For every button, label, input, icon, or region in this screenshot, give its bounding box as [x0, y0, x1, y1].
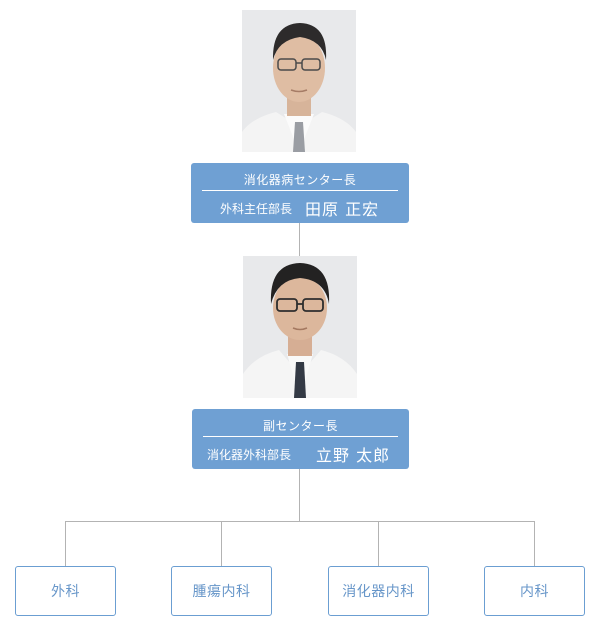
branch-drop-3: [378, 521, 379, 566]
deputy-head-divider: [203, 436, 398, 437]
deputy-head-photo: [243, 256, 357, 398]
branch-drop-1: [65, 521, 66, 566]
center-head-department: 外科主任部長: [220, 202, 293, 216]
deputy-head-title: 副センター長: [262, 419, 338, 433]
center-head-divider: [202, 190, 398, 191]
connector-deputy-to-branch: [299, 469, 300, 521]
dept-box-gastroenterology: 消化器内科: [328, 566, 429, 616]
connector-head-to-deputy: [299, 223, 300, 256]
dept-box-surgery: 外科: [15, 566, 116, 616]
deputy-head-name: 立野 太郎: [316, 446, 391, 465]
dept-box-internal-medicine: 内科: [484, 566, 585, 616]
deputy-head-department: 消化器外科部長: [207, 448, 292, 462]
center-head-photo: [242, 10, 356, 152]
center-head-title: 消化器病センター長: [243, 173, 357, 187]
center-head-role-box: 消化器病センター長 外科主任部長 田原 正宏: [191, 163, 409, 223]
branch-drop-4: [534, 521, 535, 566]
center-head-name: 田原 正宏: [305, 200, 380, 219]
deputy-head-role-box: 副センター長 消化器外科部長 立野 太郎: [192, 409, 409, 469]
dept-box-oncology: 腫瘍内科: [171, 566, 272, 616]
branch-horizontal-line: [65, 521, 535, 522]
branch-drop-2: [221, 521, 222, 566]
